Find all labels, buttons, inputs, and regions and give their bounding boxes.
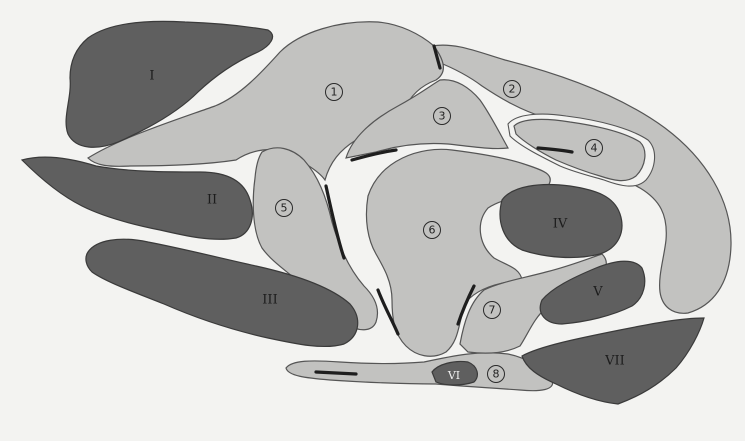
region-2-label: 2 (509, 83, 516, 96)
region-6-label: 6 (429, 224, 436, 237)
region-8-label: 8 (493, 368, 500, 381)
region-7-label: 7 (489, 304, 496, 317)
region-3-label: 3 (439, 110, 446, 123)
region-VI-label: VI (447, 369, 460, 382)
region-VII-label: VII (604, 354, 625, 369)
region-IV-label: IV (553, 217, 568, 232)
region-III-label: III (262, 293, 277, 308)
region-1-label: 1 (331, 86, 338, 99)
septum-line (316, 372, 356, 374)
region-4-label: 4 (591, 142, 598, 155)
region-V-label: V (592, 285, 603, 300)
region-5-label: 5 (281, 202, 288, 215)
region-II-shape (22, 157, 252, 239)
region-II-label: II (207, 193, 217, 208)
region-I-label: I (149, 69, 154, 84)
